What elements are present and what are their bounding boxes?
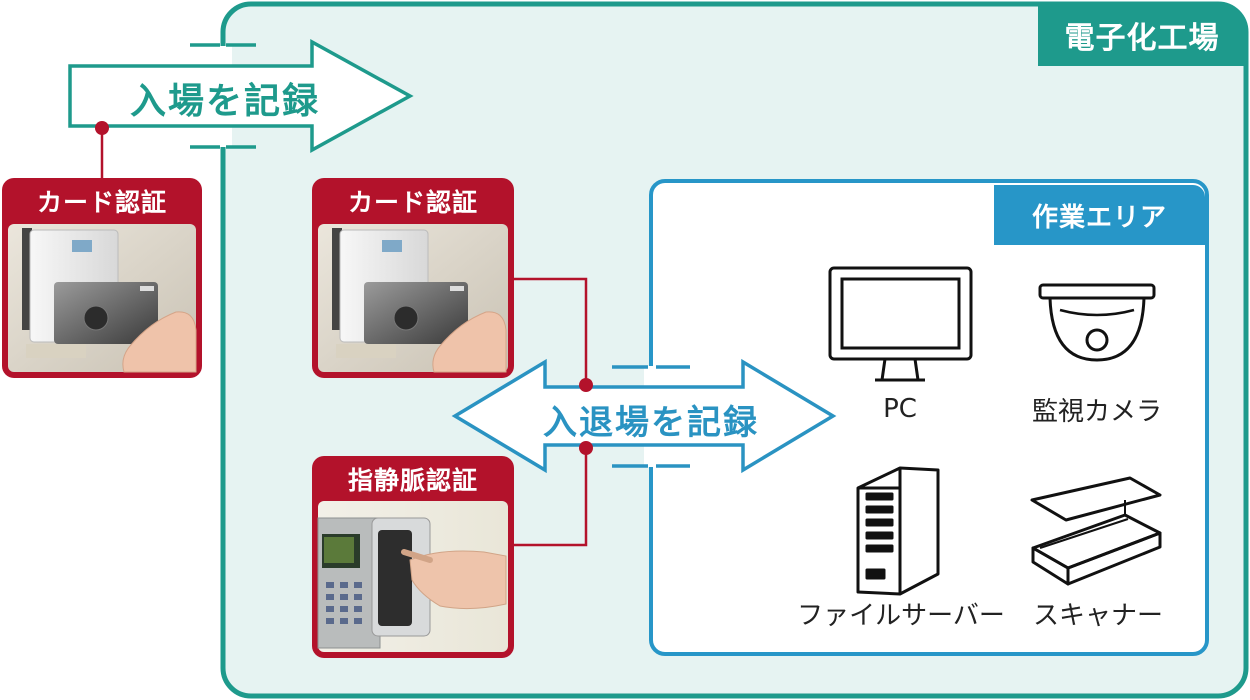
card-reader-photo <box>332 228 507 373</box>
auth-vein-inside <box>312 456 514 658</box>
outside-card-auth-label: カード認証 <box>36 188 167 217</box>
connector-dot-entry <box>95 121 109 135</box>
entry-exit-arrow-label: 入退場を記録 <box>543 402 759 443</box>
connector-dot-vein <box>579 441 593 455</box>
work-area-label: 作業エリア <box>994 185 1205 245</box>
scanner-icon <box>1030 476 1162 586</box>
file-server-label: ファイルサーバー <box>797 600 1005 631</box>
pc-icon <box>828 266 973 382</box>
file-server-icon <box>856 466 940 596</box>
entry-exit-double-arrow <box>451 358 837 474</box>
entry-arrow-label: 入場を記録 <box>129 81 320 122</box>
inside-card-auth-label: カード認証 <box>347 188 478 217</box>
camera-icon <box>1038 283 1156 362</box>
vein-auth-label: 指静脈認証 <box>347 465 478 495</box>
connector-dot-card <box>579 378 593 392</box>
auth-card-inside <box>312 178 514 378</box>
camera-label: 監視カメラ <box>1031 396 1162 427</box>
entry-arrow <box>68 39 414 153</box>
connector-inside-vein <box>514 448 588 547</box>
scanner-label: スキャナー <box>1032 600 1163 631</box>
pc-label: PC <box>883 394 917 424</box>
auth-card-outside <box>2 178 202 378</box>
connector-inside-card <box>514 277 588 385</box>
vein-scanner-photo <box>317 517 507 649</box>
card-reader-photo <box>22 228 197 373</box>
factory-label: 電子化工場 <box>1038 4 1246 66</box>
